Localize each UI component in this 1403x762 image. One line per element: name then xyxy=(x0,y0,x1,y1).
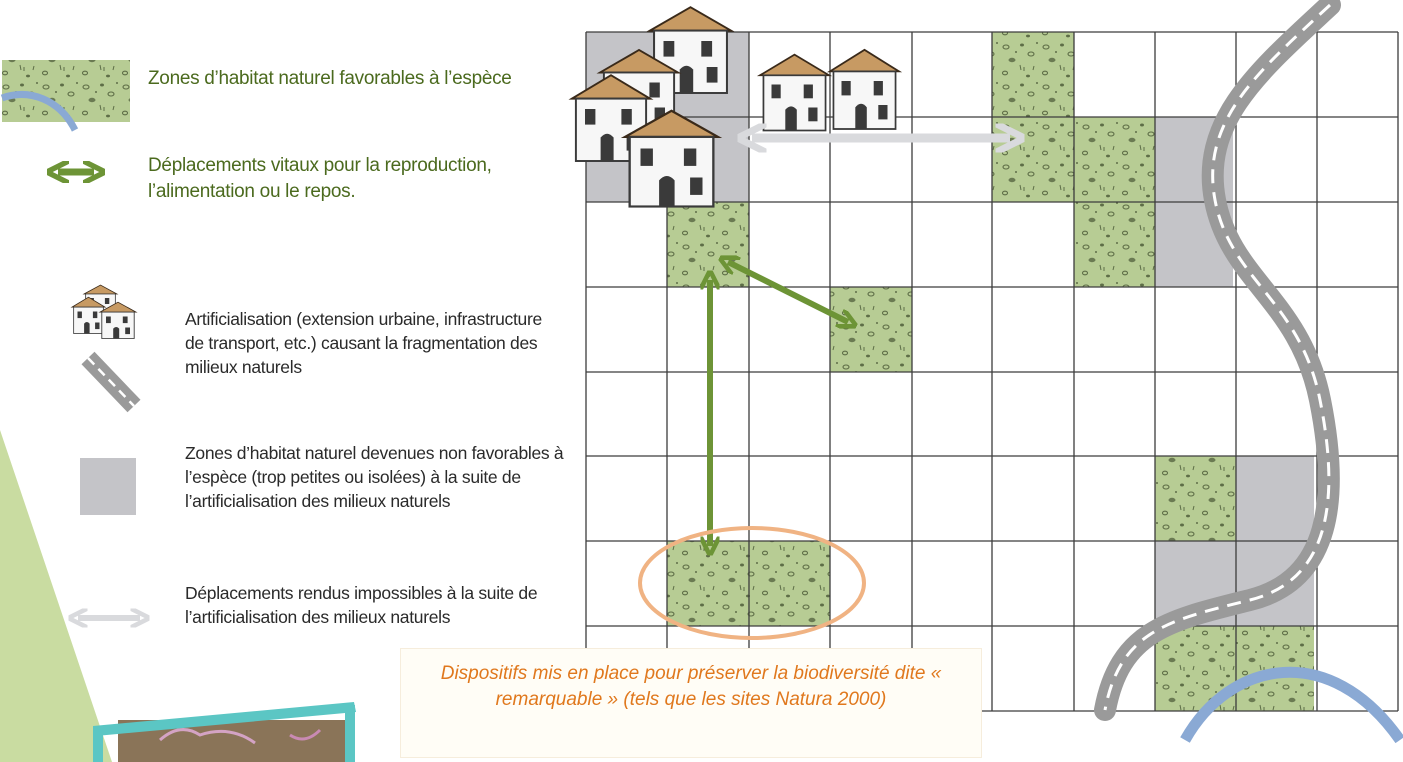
legend-artificialisation-label: Artificialisation (extension urbaine, in… xyxy=(185,309,542,378)
decorative-wedge xyxy=(0,430,112,762)
vital-movement-arrows xyxy=(710,262,848,546)
legend-vital-movements-label: Déplacements vitaux pour la reproduction… xyxy=(148,155,492,203)
legend-habitat-swatch xyxy=(0,60,130,132)
legend-habitat-label: Zones d’habitat naturel favorables à l’e… xyxy=(148,68,512,89)
protection-caption: Dispositifs mis en place pour préserver … xyxy=(400,648,982,758)
legend-unfavorable-label: Zones d’habitat naturel devenues non fav… xyxy=(185,443,564,512)
photo-thumbnail xyxy=(93,702,356,762)
map-grid xyxy=(585,31,1399,712)
road xyxy=(1094,0,1341,721)
protected-site-ellipse xyxy=(638,526,866,640)
legend-road-icon xyxy=(81,351,141,413)
legend-impossible-movements-label: Déplacements rendus impossibles à la sui… xyxy=(185,583,538,628)
legend-unfavorable-swatch xyxy=(80,458,136,515)
river xyxy=(1180,667,1403,744)
legend-houses-icon xyxy=(71,284,137,339)
